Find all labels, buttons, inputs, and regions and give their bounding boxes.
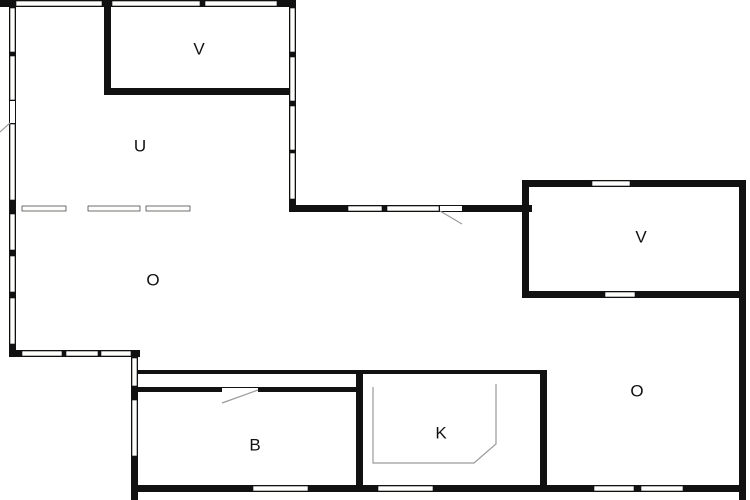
window-lowerleft-1	[131, 357, 138, 387]
window-bottom-o-r1	[593, 485, 635, 492]
b-k-divider-wall	[356, 372, 363, 490]
room-label-room-b: B	[249, 435, 260, 454]
window-vright-top	[591, 180, 631, 187]
kitchen-counter-outline	[372, 384, 497, 464]
windows-group	[9, 0, 684, 492]
room-label-room-o-right: O	[630, 381, 643, 400]
window-midwall-right-2	[386, 205, 440, 212]
room-label-room-k: K	[435, 423, 447, 442]
window-midwall-right-1	[347, 205, 383, 212]
o-right-left-wall	[540, 370, 547, 490]
window-midwall-3	[145, 205, 191, 212]
room-label-room-v-top: V	[193, 39, 205, 58]
window-top-2	[111, 0, 201, 7]
window-midwall-1	[21, 205, 67, 212]
v-top-left-wall	[104, 0, 111, 95]
window-bottom-b-1	[252, 485, 309, 492]
window-bottom-o-r2	[640, 485, 684, 492]
window-left-1	[9, 7, 16, 53]
window-left-6	[9, 297, 16, 345]
window-lowerleft-2	[131, 399, 138, 457]
fixtures-group	[372, 384, 497, 464]
door-b-entry-opening	[222, 388, 258, 392]
v-top-bottom-wall	[104, 88, 294, 95]
left-wall-right-block	[522, 180, 529, 298]
window-right-upper-3	[289, 105, 296, 151]
window-bottom-k-1	[377, 485, 434, 492]
window-left-4	[9, 213, 16, 251]
door-o-to-hall-opening	[440, 206, 462, 211]
doors-group	[0, 101, 463, 404]
door-b-entry	[221, 388, 259, 404]
window-bottom-o-2	[65, 350, 99, 357]
window-bottom-o-3	[100, 350, 132, 357]
k-o-upper-wall	[131, 370, 545, 374]
door-entry-left-swing-line	[0, 122, 11, 133]
door-entry-left-opening	[10, 101, 15, 123]
window-bottom-o-1	[21, 350, 63, 357]
top-wall-right-block	[522, 180, 746, 187]
window-top-1	[15, 0, 103, 7]
window-left-5	[9, 255, 16, 293]
window-vright-bottom	[604, 291, 636, 298]
window-right-upper-4	[289, 152, 296, 200]
room-labels-group: V U O V O B K	[134, 39, 647, 454]
room-label-room-o-left: O	[146, 270, 159, 289]
door-o-to-hall-swing-line	[439, 210, 463, 225]
door-b-entry-swing-line	[221, 389, 259, 404]
room-label-room-v-right: V	[635, 227, 647, 246]
window-right-upper-1	[289, 7, 296, 53]
door-o-to-hall	[439, 206, 463, 225]
window-left-3	[9, 123, 16, 201]
window-top-3	[204, 0, 278, 7]
bottom-wall-main	[131, 485, 746, 492]
window-right-upper-2	[289, 56, 296, 102]
door-entry-left	[0, 101, 15, 133]
window-midwall-2	[87, 205, 141, 212]
room-label-room-u: U	[134, 136, 146, 155]
right-wall-right-block	[739, 180, 746, 500]
window-left-2	[9, 55, 16, 101]
